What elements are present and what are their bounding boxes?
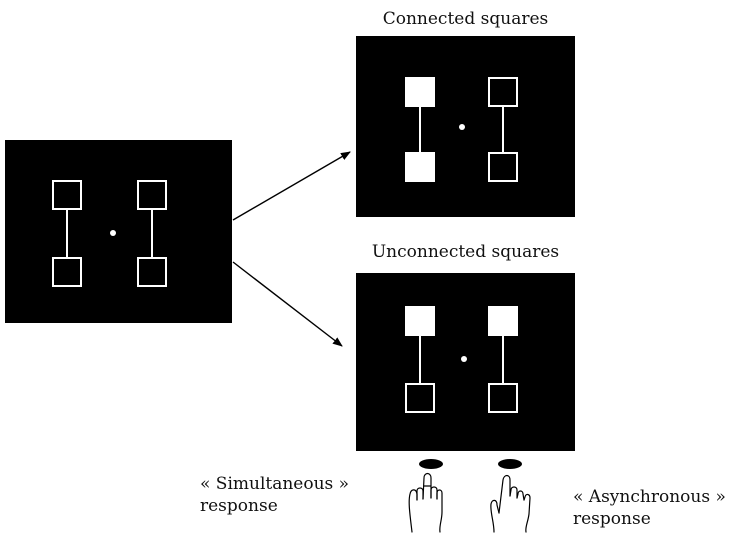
asynchronous-response-label: « Asynchronous » response <box>573 486 726 530</box>
right-bottom-square <box>488 383 518 413</box>
unconnected-squares-stimulus <box>405 306 518 413</box>
asynchronous-label-line2: response <box>573 509 651 529</box>
simultaneous-response-label: « Simultaneous » response <box>200 473 349 517</box>
right-pointing-hand-icon <box>490 474 531 533</box>
left-top-square-filled <box>405 306 435 336</box>
right-response-key-icon <box>498 459 522 469</box>
fixation-point <box>459 124 465 130</box>
asynchronous-label-line1: « Asynchronous » <box>573 487 726 507</box>
left-top-square-filled <box>405 77 435 107</box>
simultaneous-label-line1: « Simultaneous » <box>200 474 350 494</box>
left-bottom-square <box>405 383 435 413</box>
right-top-square-filled <box>488 306 518 336</box>
unconnected-squares-panel <box>356 273 575 451</box>
connected-squares-title: Connected squares <box>382 9 549 29</box>
left-bottom-square <box>52 257 82 287</box>
arrow-to-unconnected <box>232 261 343 347</box>
left-pointing-hand-icon <box>408 472 443 533</box>
connected-squares-stimulus <box>405 77 518 182</box>
left-response-key-icon <box>419 459 443 469</box>
fixation-point <box>110 230 116 236</box>
left-bottom-square-filled <box>405 152 435 182</box>
simultaneous-label-line2: response <box>200 496 278 516</box>
arrow-to-connected <box>232 151 351 221</box>
connected-squares-panel <box>356 36 575 217</box>
initial-display-stimulus <box>52 180 167 287</box>
right-bottom-square <box>137 257 167 287</box>
fixation-point <box>461 356 467 362</box>
initial-display-panel <box>5 140 232 323</box>
right-bottom-square <box>488 152 518 182</box>
unconnected-squares-title: Unconnected squares <box>371 242 560 262</box>
